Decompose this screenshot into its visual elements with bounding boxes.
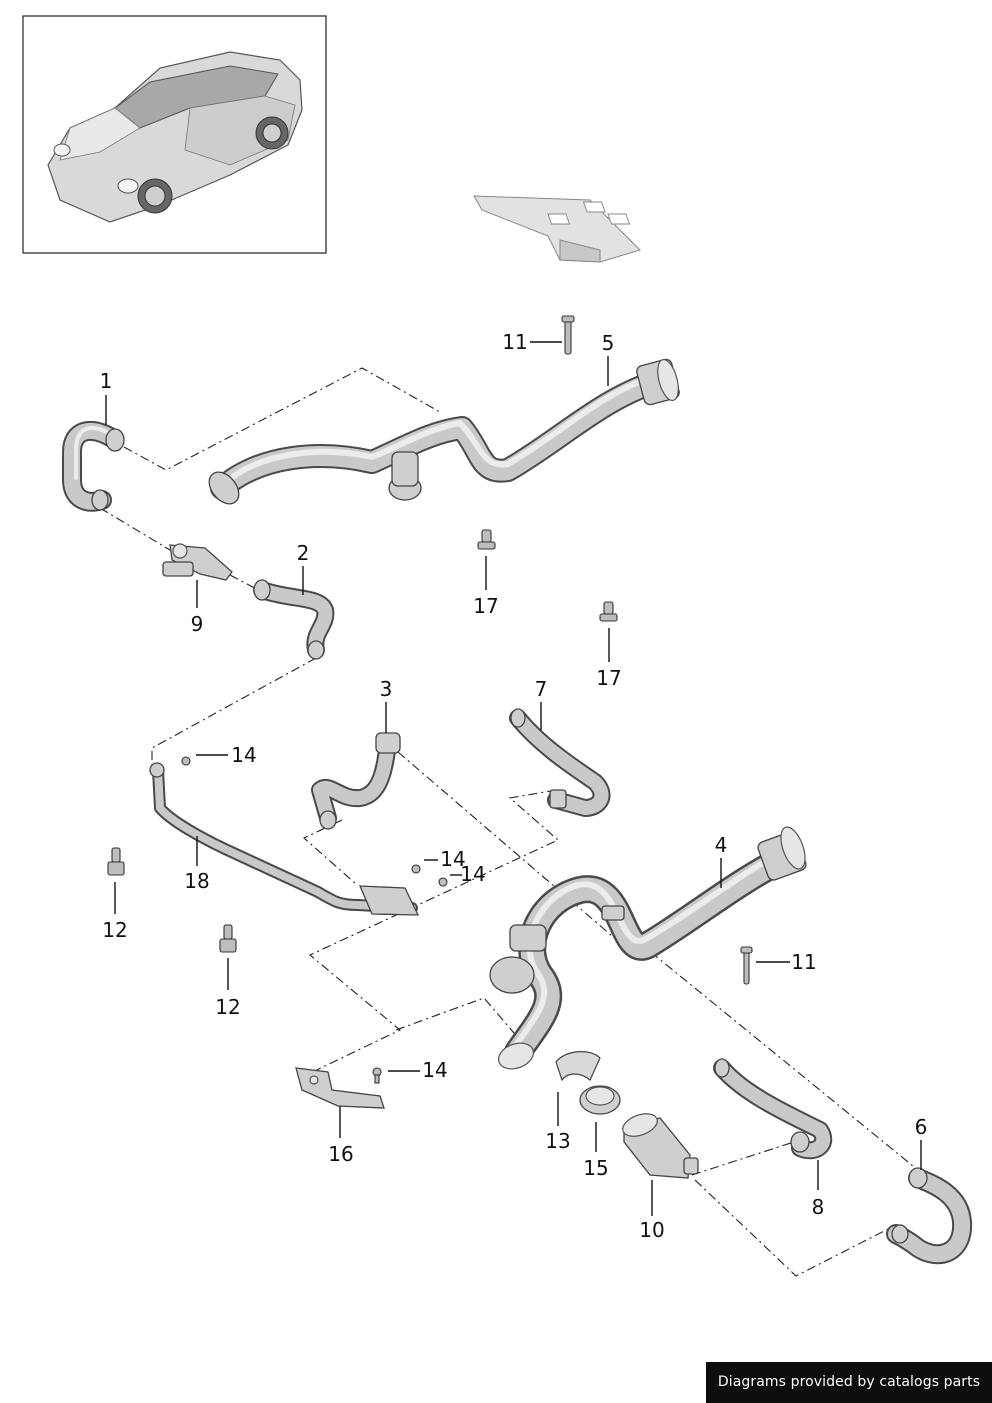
callout-10: 10 (639, 1218, 664, 1242)
part-9-valve (162, 543, 233, 581)
bolt-17-a (477, 529, 496, 550)
part-13-clamp (555, 1051, 601, 1082)
callout-11-upper: 11 (502, 330, 527, 354)
callout-17-b: 17 (596, 666, 621, 690)
callout-14-c: 14 (460, 862, 485, 886)
callout-9: 9 (191, 612, 204, 636)
callout-12-b: 12 (215, 995, 240, 1019)
part-8-hose (713, 1058, 833, 1160)
part-3-hose (311, 732, 401, 830)
part-2-hose (253, 579, 335, 660)
part-16-bracket (295, 1067, 385, 1109)
part-6-hose (886, 1167, 973, 1265)
callout-12-a: 12 (102, 918, 127, 942)
callout-18: 18 (184, 869, 209, 893)
part-7-hose (509, 708, 611, 817)
callout-2: 2 (297, 541, 310, 565)
part-4-coolant-pipe (489, 826, 807, 1070)
callout-13: 13 (545, 1129, 570, 1153)
part-15-ring (579, 1085, 621, 1115)
callout-6: 6 (915, 1115, 928, 1139)
callout-16: 16 (328, 1142, 353, 1166)
bolt-12-b (219, 924, 237, 953)
leader-lines (105, 341, 922, 1216)
callout-7: 7 (535, 677, 548, 701)
bolt-11-upper (561, 315, 575, 355)
screw-14-set (181, 756, 448, 1084)
part-5-coolant-pipe (208, 358, 680, 505)
part-10-pump (622, 1113, 699, 1179)
callout-4: 4 (715, 833, 728, 857)
part-1-hose (62, 420, 125, 512)
part-18-pipe (149, 762, 420, 916)
callout-1: 1 (100, 369, 113, 393)
callout-8: 8 (812, 1195, 825, 1219)
vehicle-thumbnail (22, 15, 327, 254)
callout-labels: 1 2 3 4 5 6 7 8 9 10 11 11 12 12 13 14 1… (100, 330, 928, 1242)
bolt-12-a (107, 847, 125, 876)
callout-5: 5 (602, 331, 615, 355)
callout-15: 15 (583, 1156, 608, 1180)
callout-14-a: 14 (231, 743, 256, 767)
bolt-17-b (599, 601, 618, 622)
callout-14-d: 14 (422, 1058, 447, 1082)
skid-plate (473, 195, 641, 263)
callout-3: 3 (380, 677, 393, 701)
callout-11-lower: 11 (791, 950, 816, 974)
callout-17-a: 17 (473, 594, 498, 618)
callout-14-b: 14 (440, 847, 465, 871)
catalog-credit-banner[interactable]: Diagrams provided by catalogs parts (706, 1362, 992, 1403)
bolt-11-lower (740, 946, 753, 985)
